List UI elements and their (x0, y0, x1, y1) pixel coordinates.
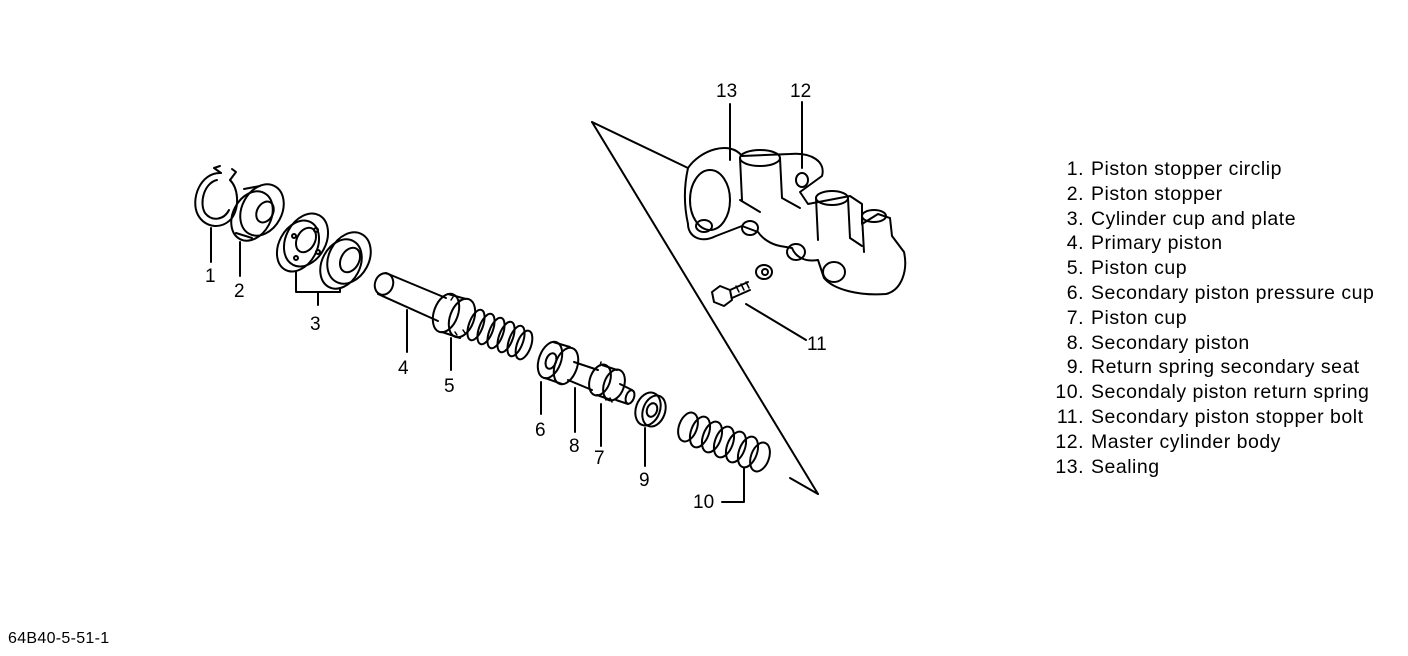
legend-text: Return spring secondary seat (1091, 356, 1360, 379)
piston-stopper-circlip (194, 165, 238, 263)
primary-piston-spring (466, 308, 534, 361)
figure-id: 64B40-5-51-1 (8, 630, 110, 647)
legend-text: Master cylinder body (1091, 430, 1281, 453)
legend-text: Sealing (1091, 455, 1160, 478)
legend-number: 5. (1066, 257, 1084, 280)
piston-cup-secondary (588, 361, 626, 447)
legend-text: Primary piston (1091, 232, 1223, 255)
legend-item: 10. Secondaly piston return spring (1040, 380, 1374, 405)
callout-6: 6 (535, 420, 546, 441)
legend-text: Secondary piston pressure cup (1091, 281, 1375, 304)
legend-number: 9. (1066, 356, 1084, 379)
legend-number: 11. (1056, 405, 1084, 428)
legend-text: Secondaly piston return spring (1091, 381, 1370, 404)
legend-number: 13. (1055, 455, 1084, 478)
piston-stopper (230, 183, 285, 277)
callout-12: 12 (790, 81, 811, 102)
callout-1: 1 (205, 266, 216, 287)
legend-item: 8. Secondary piston (1040, 331, 1374, 356)
callout-10: 10 (693, 492, 714, 513)
legend-number: 2. (1066, 182, 1084, 205)
legend-number: 12. (1055, 430, 1084, 453)
return-spring-secondary-seat (634, 391, 667, 467)
legend-number: 7. (1066, 306, 1084, 329)
parts-legend: 1. Piston stopper circlip 2. Piston stoppe… (1040, 157, 1374, 479)
legend-item: 9. Return spring secondary seat (1040, 355, 1374, 380)
legend-number: 3. (1066, 207, 1084, 230)
callout-13: 13 (716, 81, 737, 102)
legend-item: 4. Primary piston (1040, 231, 1374, 256)
legend-text: Cylinder cup and plate (1091, 207, 1297, 230)
secondary-piston (567, 361, 636, 433)
legend-item: 7. Piston cup (1040, 306, 1374, 331)
callout-5: 5 (444, 376, 455, 397)
callout-2: 2 (234, 281, 245, 302)
master-cylinder-body (684, 101, 907, 296)
primary-piston (373, 272, 447, 353)
callout-3: 3 (310, 314, 321, 335)
callout-11: 11 (807, 334, 827, 355)
legend-number: 6. (1066, 281, 1084, 304)
secondary-piston-return-spring (677, 411, 771, 503)
legend-text: Piston stopper circlip (1091, 158, 1282, 180)
legend-item: 2. Piston stopper (1040, 182, 1374, 207)
legend-text: Secondary piston stopper bolt (1091, 405, 1364, 428)
callout-8: 8 (569, 436, 580, 457)
legend-number: 4. (1066, 232, 1084, 255)
secondary-piston-pressure-cup (536, 340, 580, 415)
cylinder-cup-and-plate (275, 212, 372, 306)
legend-item: 5. Piston cup (1040, 256, 1374, 281)
legend-item: 3. Cylinder cup and plate (1040, 207, 1374, 232)
legend-item: 6. Secondary piston pressure cup (1040, 281, 1374, 306)
legend-number: 10. (1055, 381, 1084, 404)
callout-7: 7 (594, 448, 605, 469)
legend-number: 8. (1066, 331, 1084, 354)
legend-number: 1. (1066, 158, 1084, 180)
callout-4: 4 (398, 358, 409, 379)
secondary-piston-stopper-bolt (711, 264, 807, 341)
legend-item: 12. Master cylinder body (1040, 430, 1374, 455)
legend-text: Piston cup (1091, 257, 1188, 280)
callout-9: 9 (639, 470, 650, 491)
legend-item: 13. Sealing (1040, 455, 1374, 480)
legend-text: Piston stopper (1091, 182, 1223, 205)
legend-item: 1. Piston stopper circlip (1040, 157, 1374, 182)
piston-cup-primary (431, 292, 477, 371)
legend-text: Piston cup (1091, 306, 1188, 329)
section-outline (591, 121, 819, 495)
legend-item: 11. Secondary piston stopper bolt (1040, 405, 1374, 430)
legend-text: Secondary piston (1091, 331, 1250, 354)
